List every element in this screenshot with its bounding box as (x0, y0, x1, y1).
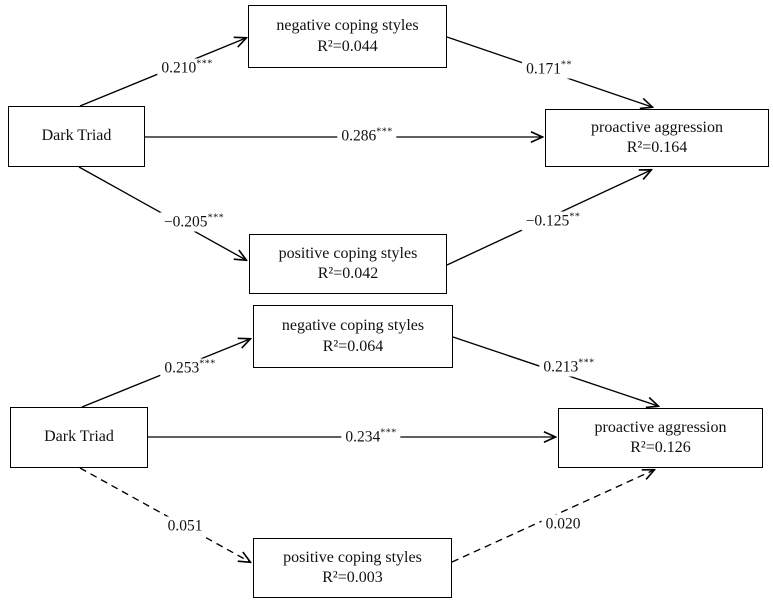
path-coefficient: 0.213 (543, 358, 579, 376)
node-label: Dark Triad (44, 428, 114, 446)
label-negative-to-outcome-1: 0.171** (522, 59, 576, 79)
node-label: negative coping styles (276, 17, 419, 35)
path-significance: *** (376, 126, 393, 138)
node-r2: R²=0.164 (626, 139, 688, 156)
node-r2: R²=0.042 (317, 265, 379, 282)
node-dark-triad-study1: Dark Triad (8, 106, 145, 167)
node-dark-triad-study2: Dark Triad (10, 407, 148, 468)
node-label: negative coping styles (281, 317, 425, 335)
node-label: proactive aggression (594, 418, 727, 436)
path-significance: *** (380, 427, 397, 439)
label-dt-to-negative-1: 0.210*** (157, 58, 217, 78)
node-label: positive coping styles (283, 548, 422, 566)
arrow-dt-to-positive-2 (79, 467, 250, 562)
path-coefficient: −0.205 (163, 213, 208, 231)
path-coefficient: 0.210 (161, 59, 197, 77)
node-positive-coping-study1: positive coping styles R²=0.042 (249, 234, 447, 294)
label-negative-to-outcome-2: 0.213*** (539, 357, 599, 377)
path-coefficient: 0.234 (345, 428, 381, 446)
label-positive-to-outcome-1: −0.125** (521, 211, 585, 231)
label-direct-2: 0.234*** (341, 427, 401, 447)
node-r2: R²=0.044 (317, 37, 378, 55)
node-negative-coping-study1: negative coping styles R²=0.044 (248, 5, 447, 68)
node-proactive-aggression-study1: proactive aggression R²=0.164 (545, 109, 769, 167)
path-coefficient: 0.286 (341, 127, 377, 145)
label-dt-to-positive-2: 0.051 (163, 516, 207, 536)
path-coefficient: 0.253 (164, 359, 200, 377)
label-direct-1: 0.286*** (337, 126, 397, 146)
node-label: proactive aggression (591, 118, 723, 136)
path-significance: ** (560, 59, 572, 71)
node-label: positive coping styles (278, 244, 418, 262)
path-coefficient: 0.051 (167, 517, 203, 535)
path-significance: *** (578, 357, 595, 369)
node-r2: R²=0.064 (322, 337, 384, 355)
path-significance: ** (569, 211, 581, 223)
path-significance: *** (196, 58, 213, 70)
label-positive-to-outcome-2: 0.020 (541, 514, 585, 534)
path-significance: *** (207, 212, 225, 224)
path-coefficient: 0.020 (545, 515, 581, 533)
node-label: Dark Triad (41, 127, 112, 145)
node-positive-coping-study2: positive coping styles R²=0.003 (253, 538, 452, 598)
label-dt-to-negative-2: 0.253*** (160, 358, 220, 378)
node-proactive-aggression-study2: proactive aggression R²=0.126 (558, 408, 763, 468)
node-r2: R²=0.126 (630, 439, 691, 456)
label-dt-to-positive-1: −0.205*** (159, 212, 229, 232)
path-significance: *** (199, 358, 216, 370)
node-r2: R²=0.003 (322, 569, 383, 586)
path-coefficient: −0.125 (525, 212, 570, 230)
path-coefficient: 0.171 (526, 60, 561, 78)
node-negative-coping-study2: negative coping styles R²=0.064 (253, 305, 453, 368)
